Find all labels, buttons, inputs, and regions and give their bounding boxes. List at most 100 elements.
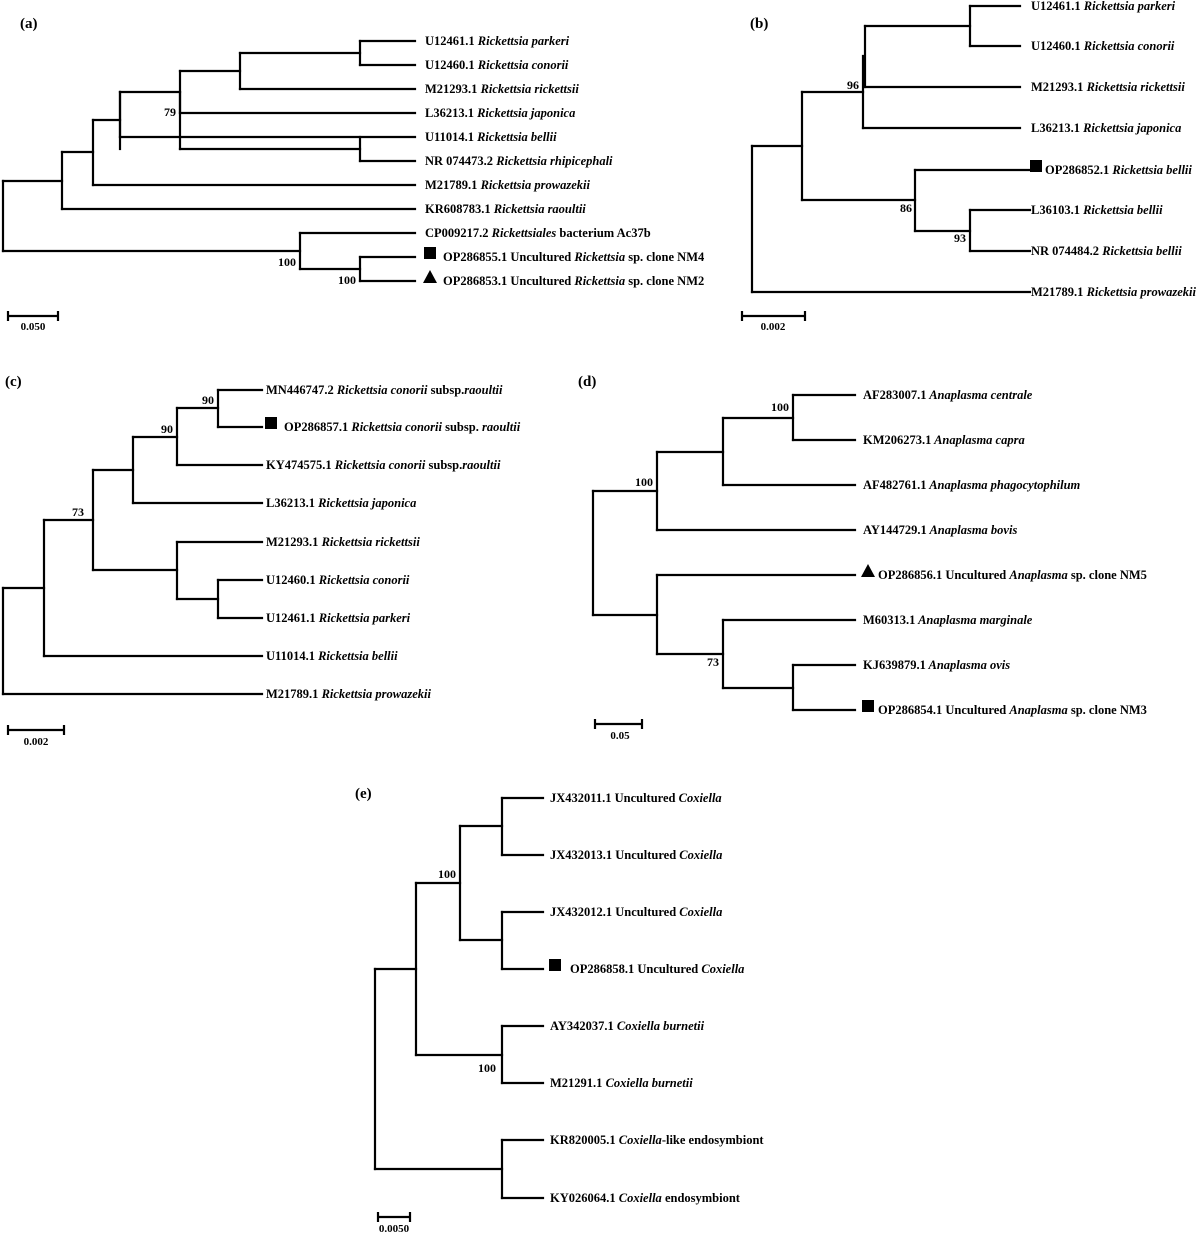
taxon-name: raoultii: [482, 420, 521, 434]
tree-tip: NR 074473.2 Rickettsia rhipicephali: [425, 154, 613, 168]
scale-bar: 0.0050: [376, 1212, 412, 1235]
taxon-name: Uncultured: [942, 703, 1009, 717]
taxon-name: Coxiella burnetii: [602, 1076, 693, 1090]
tip-label: M21293.1 Rickettsia rickettsii: [1031, 80, 1185, 94]
bootstrap-value: 96: [847, 78, 859, 92]
accession-number: M21293.1: [266, 535, 318, 549]
tree-tip: M21293.1 Rickettsia rickettsii: [425, 82, 579, 96]
tree-tip: CP009217.2 Rickettsiales bacterium Ac37b: [425, 226, 651, 240]
tip-label: OP286854.1 Uncultured Anaplasma sp. clon…: [878, 703, 1147, 717]
taxon-name: Coxiella: [616, 1191, 662, 1205]
taxon-name: Coxiella burnetii: [614, 1019, 705, 1033]
tip-label: L36213.1 Rickettsia japonica: [425, 106, 575, 120]
taxon-name: Uncultured: [942, 568, 1009, 582]
panel-label: (a): [20, 16, 38, 32]
tip-label: OP286856.1 Uncultured Anaplasma sp. clon…: [878, 568, 1147, 582]
bootstrap-value: 100: [338, 273, 356, 287]
taxon-name: -like endosymbiont: [662, 1133, 765, 1147]
tip-label: U11014.1 Rickettsia bellii: [425, 130, 557, 144]
filled-triangle-marker-icon: [861, 564, 875, 577]
taxon-name: Coxiella: [616, 1133, 662, 1147]
tree-tip: M21291.1 Coxiella burnetii: [550, 1076, 693, 1090]
filled-triangle-marker-icon: [423, 270, 437, 283]
scale-bar: 0.050: [6, 311, 60, 333]
taxon-name: bacterium Ac37b: [556, 226, 650, 240]
tree-tip: L36213.1 Rickettsia japonica: [1031, 121, 1181, 135]
accession-number: U12461.1: [266, 611, 316, 625]
tree-tip: KR608783.1 Rickettsia raoultii: [425, 202, 586, 216]
tree-tip: M21789.1 Rickettsia prowazekii: [425, 178, 590, 192]
accession-number: L36213.1: [266, 496, 315, 510]
tree-tip: OP286856.1 Uncultured Anaplasma sp. clon…: [861, 564, 1147, 582]
tip-label: M21789.1 Rickettsia prowazekii: [266, 687, 431, 701]
taxon-name: Anaplasma marginale: [915, 613, 1032, 627]
tree-tip: U12460.1 Rickettsia conorii: [266, 573, 410, 587]
tip-label: KM206273.1 Anaplasma capra: [863, 433, 1025, 447]
taxon-name: Coxiella: [679, 848, 722, 862]
taxon-name: Rickettsia rickettsii: [477, 82, 579, 96]
tree-tip: U12461.1 Rickettsia parkeri: [1031, 0, 1176, 13]
taxon-name: Rickettsia japonica: [474, 106, 575, 120]
panel-label: (e): [355, 786, 372, 802]
accession-number: AY144729.1: [863, 523, 927, 537]
tree-tip: OP286857.1 Rickettsia conorii subsp. rao…: [265, 417, 521, 434]
tip-label: U12461.1 Rickettsia parkeri: [266, 611, 411, 625]
taxon-name: Rickettsia japonica: [1080, 121, 1181, 135]
accession-number: KR820005.1: [550, 1133, 616, 1147]
tree-tip: L36213.1 Rickettsia japonica: [266, 496, 416, 510]
taxon-name: Rickettsia conorii: [475, 58, 569, 72]
taxon-name: Rickettsia rhipicephali: [493, 154, 613, 168]
tree-tip: OP286854.1 Uncultured Anaplasma sp. clon…: [862, 700, 1147, 717]
tip-label: JX432012.1 Uncultured Coxiella: [550, 905, 722, 919]
taxon-name: endosymbiont: [662, 1191, 741, 1205]
taxon-name: Uncultured: [611, 791, 678, 805]
taxon-name: Anaplasma capra: [931, 433, 1024, 447]
taxon-name: sp. clone NM5: [1068, 568, 1147, 582]
accession-number: U11014.1: [425, 130, 474, 144]
tip-label: L36103.1 Rickettsia bellii: [1031, 203, 1163, 217]
tip-label: U12461.1 Rickettsia parkeri: [1031, 0, 1176, 13]
filled-square-marker-icon: [424, 247, 436, 259]
accession-number: CP009217.2: [425, 226, 489, 240]
tree-tip: U12460.1 Rickettsia conorii: [425, 58, 569, 72]
accession-number: U12460.1: [266, 573, 316, 587]
tree-tip: KY474575.1 Rickettsia conorii subsp.raou…: [266, 458, 501, 472]
tip-label: OP286853.1 Uncultured Rickettsia sp. clo…: [443, 274, 704, 288]
accession-number: JX432011.1: [550, 791, 611, 805]
accession-number: M60313.1: [863, 613, 915, 627]
taxon-name: Rickettsia conorii: [348, 420, 442, 434]
bootstrap-value: 79: [164, 105, 176, 119]
accession-number: L36213.1: [425, 106, 474, 120]
tree-tip: OP286852.1 Rickettsia bellii: [1030, 160, 1192, 177]
tip-label: AY342037.1 Coxiella burnetii: [550, 1019, 705, 1033]
bootstrap-value: 73: [72, 505, 84, 519]
taxon-name: Anaplasma centrale: [927, 388, 1033, 402]
accession-number: MN446747.2: [266, 383, 334, 397]
taxon-name: Rickettsia bellii: [474, 130, 557, 144]
tip-label: JX432011.1 Uncultured Coxiella: [550, 791, 722, 805]
tree-panel-d: (d)AF283007.1 Anaplasma centraleKM206273…: [578, 374, 1147, 742]
tip-label: OP286855.1 Uncultured Rickettsia sp. clo…: [443, 250, 705, 264]
scale-bar-label: 0.05: [610, 730, 630, 742]
tree-tip: AF283007.1 Anaplasma centrale: [863, 388, 1033, 402]
accession-number: OP286857.1: [284, 420, 348, 434]
accession-number: JX432013.1: [550, 848, 612, 862]
tip-label: M21789.1 Rickettsia prowazekii: [425, 178, 590, 192]
taxon-name: Uncultured: [507, 250, 574, 264]
accession-number: OP286858.1: [570, 962, 634, 976]
accession-number: M21789.1: [266, 687, 318, 701]
tip-label: NR 074473.2 Rickettsia rhipicephali: [425, 154, 613, 168]
taxon-name: Uncultured: [612, 905, 679, 919]
accession-number: NR 074484.2: [1031, 244, 1099, 258]
tip-label: U12460.1 Rickettsia conorii: [266, 573, 410, 587]
taxon-name: subsp.: [442, 420, 482, 434]
bootstrap-value: 73: [707, 655, 719, 669]
taxon-name: Coxiella: [701, 962, 744, 976]
bootstrap-value: 90: [202, 393, 214, 407]
scale-bar: 0.05: [593, 719, 644, 742]
taxon-name: Anaplasma: [1008, 568, 1067, 582]
panel-label: (c): [5, 374, 22, 390]
taxon-name: Rickettsia conorii: [316, 573, 410, 587]
tree-tip: U11014.1 Rickettsia bellii: [266, 649, 398, 663]
